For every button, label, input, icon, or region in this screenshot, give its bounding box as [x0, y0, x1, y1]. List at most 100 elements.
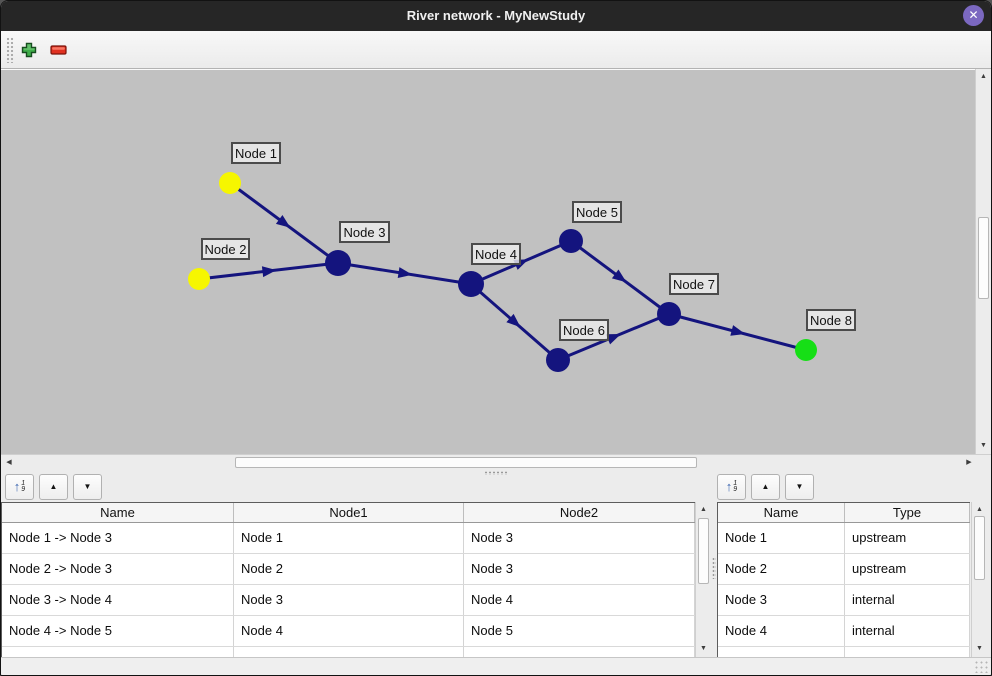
node-1-label[interactable]: Node 1 [231, 142, 281, 164]
table-cell[interactable]: Node 2 [718, 554, 845, 584]
scroll-down-arrow[interactable]: ▼ [976, 645, 983, 652]
scroll-down-arrow[interactable]: ▼ [700, 645, 707, 652]
node-8-label[interactable]: Node 8 [806, 309, 856, 331]
table-cell[interactable]: Node 1 [234, 523, 464, 553]
table-cell[interactable]: Node 4 [718, 616, 845, 646]
node-5-label[interactable]: Node 5 [572, 201, 622, 223]
up-arrow-icon: ▲ [761, 482, 770, 491]
node-6[interactable] [546, 348, 570, 372]
column-header-type[interactable]: Type [845, 503, 970, 522]
edge-arrow-icon [261, 266, 277, 278]
table-row[interactable] [718, 647, 970, 657]
scroll-up-arrow[interactable]: ▲ [980, 73, 987, 80]
close-icon: ✕ [968, 8, 979, 22]
table-cell[interactable]: Node 3 [234, 585, 464, 615]
node-7[interactable] [657, 302, 681, 326]
table-row[interactable] [2, 647, 695, 657]
vertical-splitter[interactable] [711, 502, 717, 657]
nodes-move-down-button[interactable]: ▼ [785, 474, 814, 500]
network-canvas[interactable]: Node 1 Node 2 Node 3 Node 4 Node 5 Node 6 Node… [1, 69, 977, 454]
node-4-label[interactable]: Node 4 [471, 243, 521, 265]
node-7-label[interactable]: Node 7 [669, 273, 719, 295]
table-cell[interactable]: Node 1 [718, 523, 845, 553]
table-cell[interactable]: Node 2 -> Node 3 [2, 554, 234, 584]
table-cell[interactable] [2, 647, 234, 657]
table-cell[interactable]: Node 3 [464, 523, 695, 553]
canvas-hscroll-thumb[interactable] [235, 457, 697, 468]
table-cell[interactable]: Node 2 [234, 554, 464, 584]
window-title: River network - MyNewStudy [406, 8, 586, 23]
node-2-label[interactable]: Node 2 [201, 238, 250, 260]
table-cell[interactable]: Node 3 -> Node 4 [2, 585, 234, 615]
edge-arrow-icon [275, 215, 291, 228]
scroll-up-arrow[interactable]: ▲ [700, 506, 707, 513]
node-8[interactable] [795, 339, 817, 361]
scroll-up-arrow[interactable]: ▲ [976, 506, 983, 513]
scroll-right-arrow[interactable]: ▶ [966, 459, 972, 466]
links-move-up-button[interactable]: ▲ [39, 474, 68, 500]
table-cell[interactable]: Node 4 -> Node 5 [2, 616, 234, 646]
down-arrow-icon: ▼ [795, 482, 804, 491]
table-cell[interactable]: Node 1 -> Node 3 [2, 523, 234, 553]
canvas-vscroll-thumb[interactable] [978, 217, 989, 299]
toolbar-drag-handle[interactable] [6, 36, 14, 63]
canvas-vertical-scrollbar[interactable]: ▲ ▼ [975, 69, 991, 454]
resize-grip[interactable] [974, 660, 988, 673]
node-6-label[interactable]: Node 6 [559, 319, 609, 341]
column-header-name[interactable]: Name [718, 503, 845, 522]
links-scroll-thumb[interactable] [698, 518, 709, 584]
table-cell[interactable]: Node 3 [718, 585, 845, 615]
table-cell[interactable]: Node 3 [464, 554, 695, 584]
table-cell[interactable] [234, 647, 464, 657]
minus-icon [50, 44, 67, 55]
scroll-left-arrow[interactable]: ◀ [6, 459, 12, 466]
table-cell[interactable]: Node 4 [464, 585, 695, 615]
table-cell[interactable]: internal [845, 616, 970, 646]
sort-icon: ↑ [13, 479, 21, 494]
links-table-scrollbar[interactable]: ▲ ▼ [695, 502, 711, 657]
node-3-label[interactable]: Node 3 [339, 221, 390, 243]
column-header-name[interactable]: Name [2, 503, 234, 522]
nodes-scroll-thumb[interactable] [974, 516, 985, 580]
titlebar[interactable]: River network - MyNewStudy ✕ [1, 1, 991, 31]
nodes-move-up-button[interactable]: ▲ [751, 474, 780, 500]
node-3[interactable] [325, 250, 351, 276]
close-button[interactable]: ✕ [963, 5, 984, 26]
table-cell[interactable]: Node 5 [464, 616, 695, 646]
table-cell[interactable]: upstream [845, 523, 970, 553]
links-move-down-button[interactable]: ▼ [73, 474, 102, 500]
column-header-node1[interactable]: Node1 [234, 503, 464, 522]
main-toolbar [1, 31, 991, 69]
remove-node-button[interactable] [44, 35, 74, 65]
add-node-button[interactable] [14, 35, 44, 65]
table-cell[interactable]: internal [845, 585, 970, 615]
column-header-node2[interactable]: Node2 [464, 503, 695, 522]
table-cell[interactable]: Node 4 [234, 616, 464, 646]
node-2[interactable] [188, 268, 210, 290]
table-cell[interactable]: upstream [845, 554, 970, 584]
table-cell[interactable] [845, 647, 970, 657]
node-4[interactable] [458, 271, 484, 297]
nodes-table-scrollbar[interactable]: ▲ ▼ [971, 502, 987, 657]
table-cell[interactable] [464, 647, 695, 657]
canvas-horizontal-scrollbar[interactable]: ◀ ▶ [1, 454, 977, 470]
table-cell[interactable] [718, 647, 845, 657]
scroll-down-arrow[interactable]: ▼ [980, 442, 987, 449]
node-5[interactable] [559, 229, 583, 253]
horizontal-splitter[interactable] [1, 470, 991, 475]
node-1[interactable] [219, 172, 241, 194]
